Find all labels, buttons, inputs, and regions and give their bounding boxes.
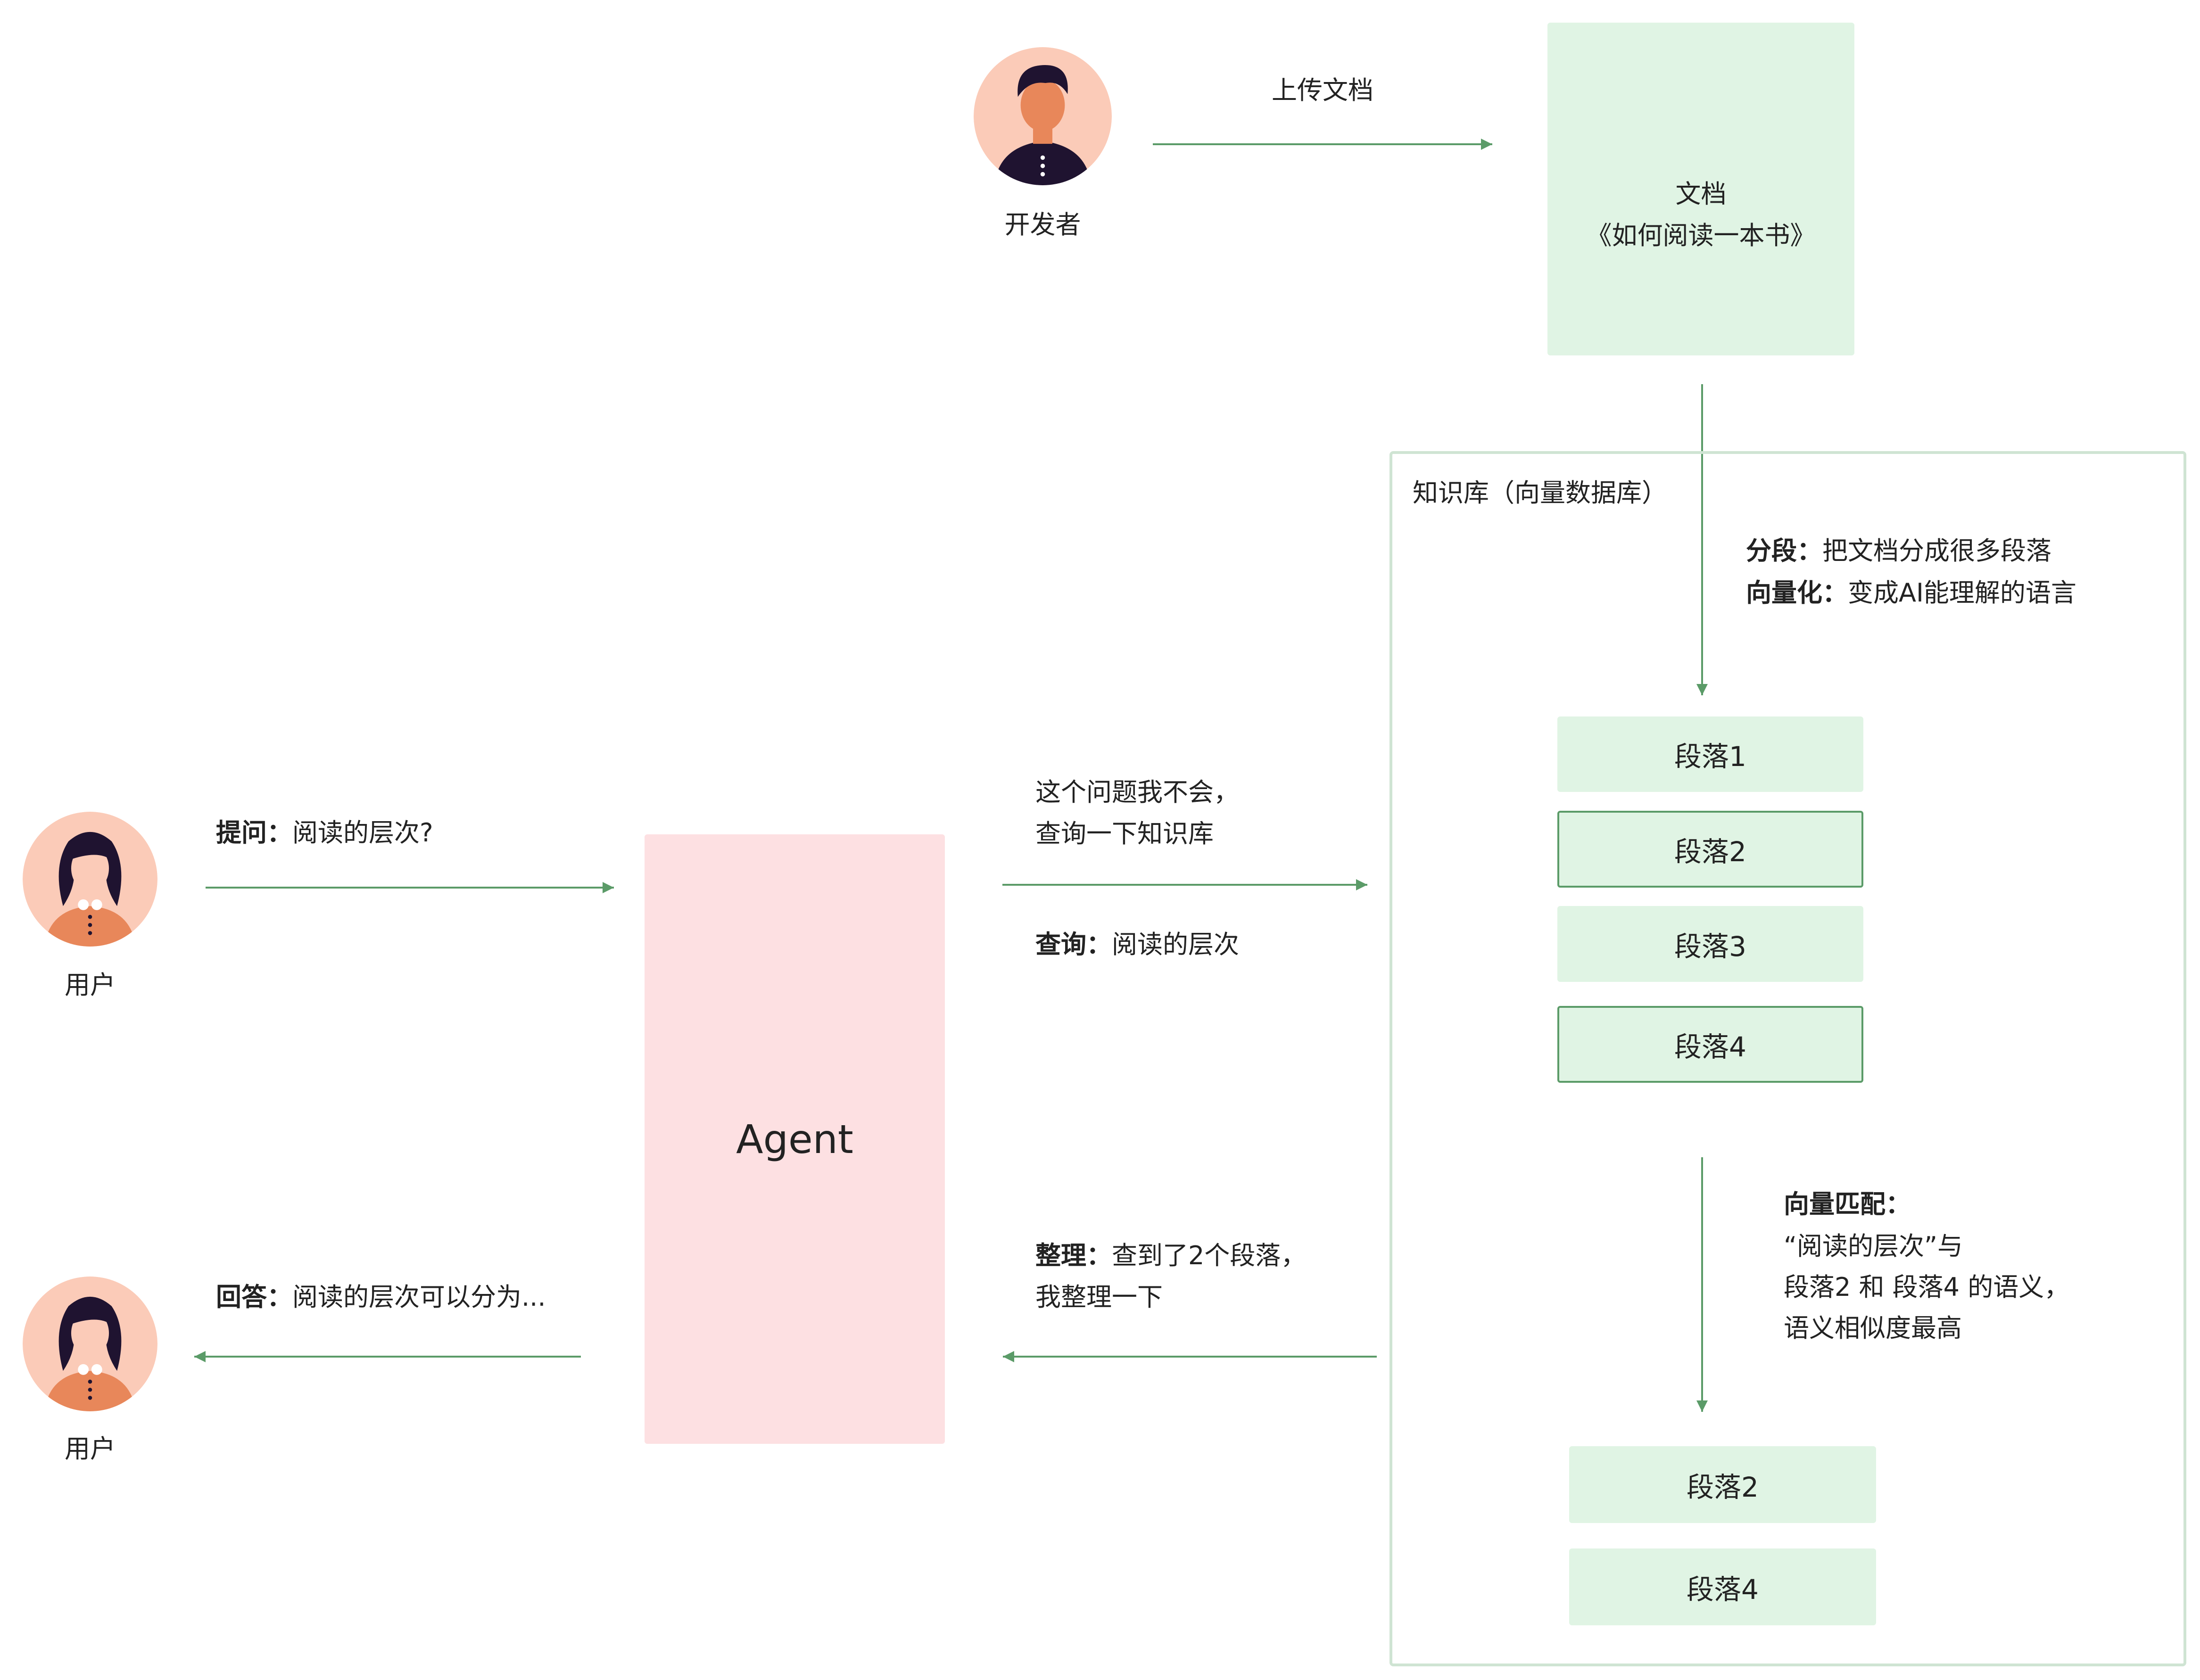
- question-text: 提问：阅读的层次?: [216, 812, 433, 854]
- question-label: 提问：: [216, 818, 292, 848]
- paragraph-4: 段落4: [1557, 1006, 1863, 1083]
- split-label: 分段：: [1746, 536, 1822, 566]
- vectorize-label: 向量化：: [1746, 578, 1848, 608]
- query-content: 阅读的层次: [1112, 930, 1239, 959]
- split-description: 分段：把文档分成很多段落: [1746, 530, 2051, 572]
- query-line-1: 这个问题我不会，: [1035, 777, 1239, 807]
- vectorize-text: 变成AI能理解的语言: [1848, 578, 2076, 608]
- result-paragraph-2: 段落2: [1569, 1446, 1876, 1523]
- document-box: 文档 《如何阅读一本书》: [1547, 23, 1854, 355]
- answer-content: 阅读的层次可以分为...: [292, 1282, 546, 1312]
- user-label-top: 用户: [65, 970, 116, 1000]
- organize-line-1: 整理：查到了2个段落，: [1035, 1235, 1306, 1276]
- developer-avatar: [974, 47, 1112, 185]
- match-line-1: “阅读的层次”与: [1784, 1231, 1963, 1261]
- organize-label: 整理：: [1035, 1241, 1112, 1270]
- organize-text-1: 查到了2个段落，: [1112, 1241, 1307, 1270]
- organize-line-2: 我整理一下: [1035, 1282, 1163, 1312]
- query-line-2: 查询一下知识库: [1035, 819, 1214, 848]
- document-book-name: 《如何阅读一本书》: [1586, 221, 1816, 250]
- match-label: 向量匹配：: [1784, 1189, 1911, 1219]
- document-title: 文档: [1675, 179, 1727, 209]
- answer-text: 回答：阅读的层次可以分为...: [216, 1276, 546, 1318]
- vectorize-description: 向量化：变成AI能理解的语言: [1746, 572, 2076, 614]
- developer-label: 开发者: [1004, 210, 1081, 239]
- paragraph-3: 段落3: [1557, 906, 1863, 982]
- agent-box: Agent: [645, 834, 945, 1444]
- knowledge-base-title: 知识库（向量数据库）: [1413, 478, 1667, 508]
- split-text: 把文档分成很多段落: [1822, 536, 2051, 566]
- query-label: 查询：: [1035, 930, 1112, 959]
- user-label-bottom: 用户: [65, 1434, 116, 1464]
- question-content: 阅读的层次?: [292, 818, 433, 848]
- match-line-3: 语义相似度最高: [1784, 1313, 1962, 1343]
- paragraph-2: 段落2: [1557, 811, 1863, 888]
- agent-label: Agent: [736, 1116, 853, 1162]
- paragraph-1: 段落1: [1557, 716, 1863, 792]
- user-avatar-bottom: [23, 1276, 157, 1411]
- user-avatar-top: [23, 812, 157, 947]
- developer-person-icon: [974, 47, 1112, 185]
- user-person-icon: [23, 812, 157, 947]
- match-line-2: 段落2 和 段落4 的语义，: [1784, 1272, 2070, 1302]
- result-paragraph-4: 段落4: [1569, 1548, 1876, 1625]
- query-text: 查询：阅读的层次: [1035, 924, 1239, 965]
- answer-label: 回答：: [216, 1282, 292, 1312]
- knowledge-base-container: [1389, 451, 2186, 1666]
- user-person-icon: [23, 1276, 157, 1411]
- upload-label: 上传文档: [1272, 75, 1373, 105]
